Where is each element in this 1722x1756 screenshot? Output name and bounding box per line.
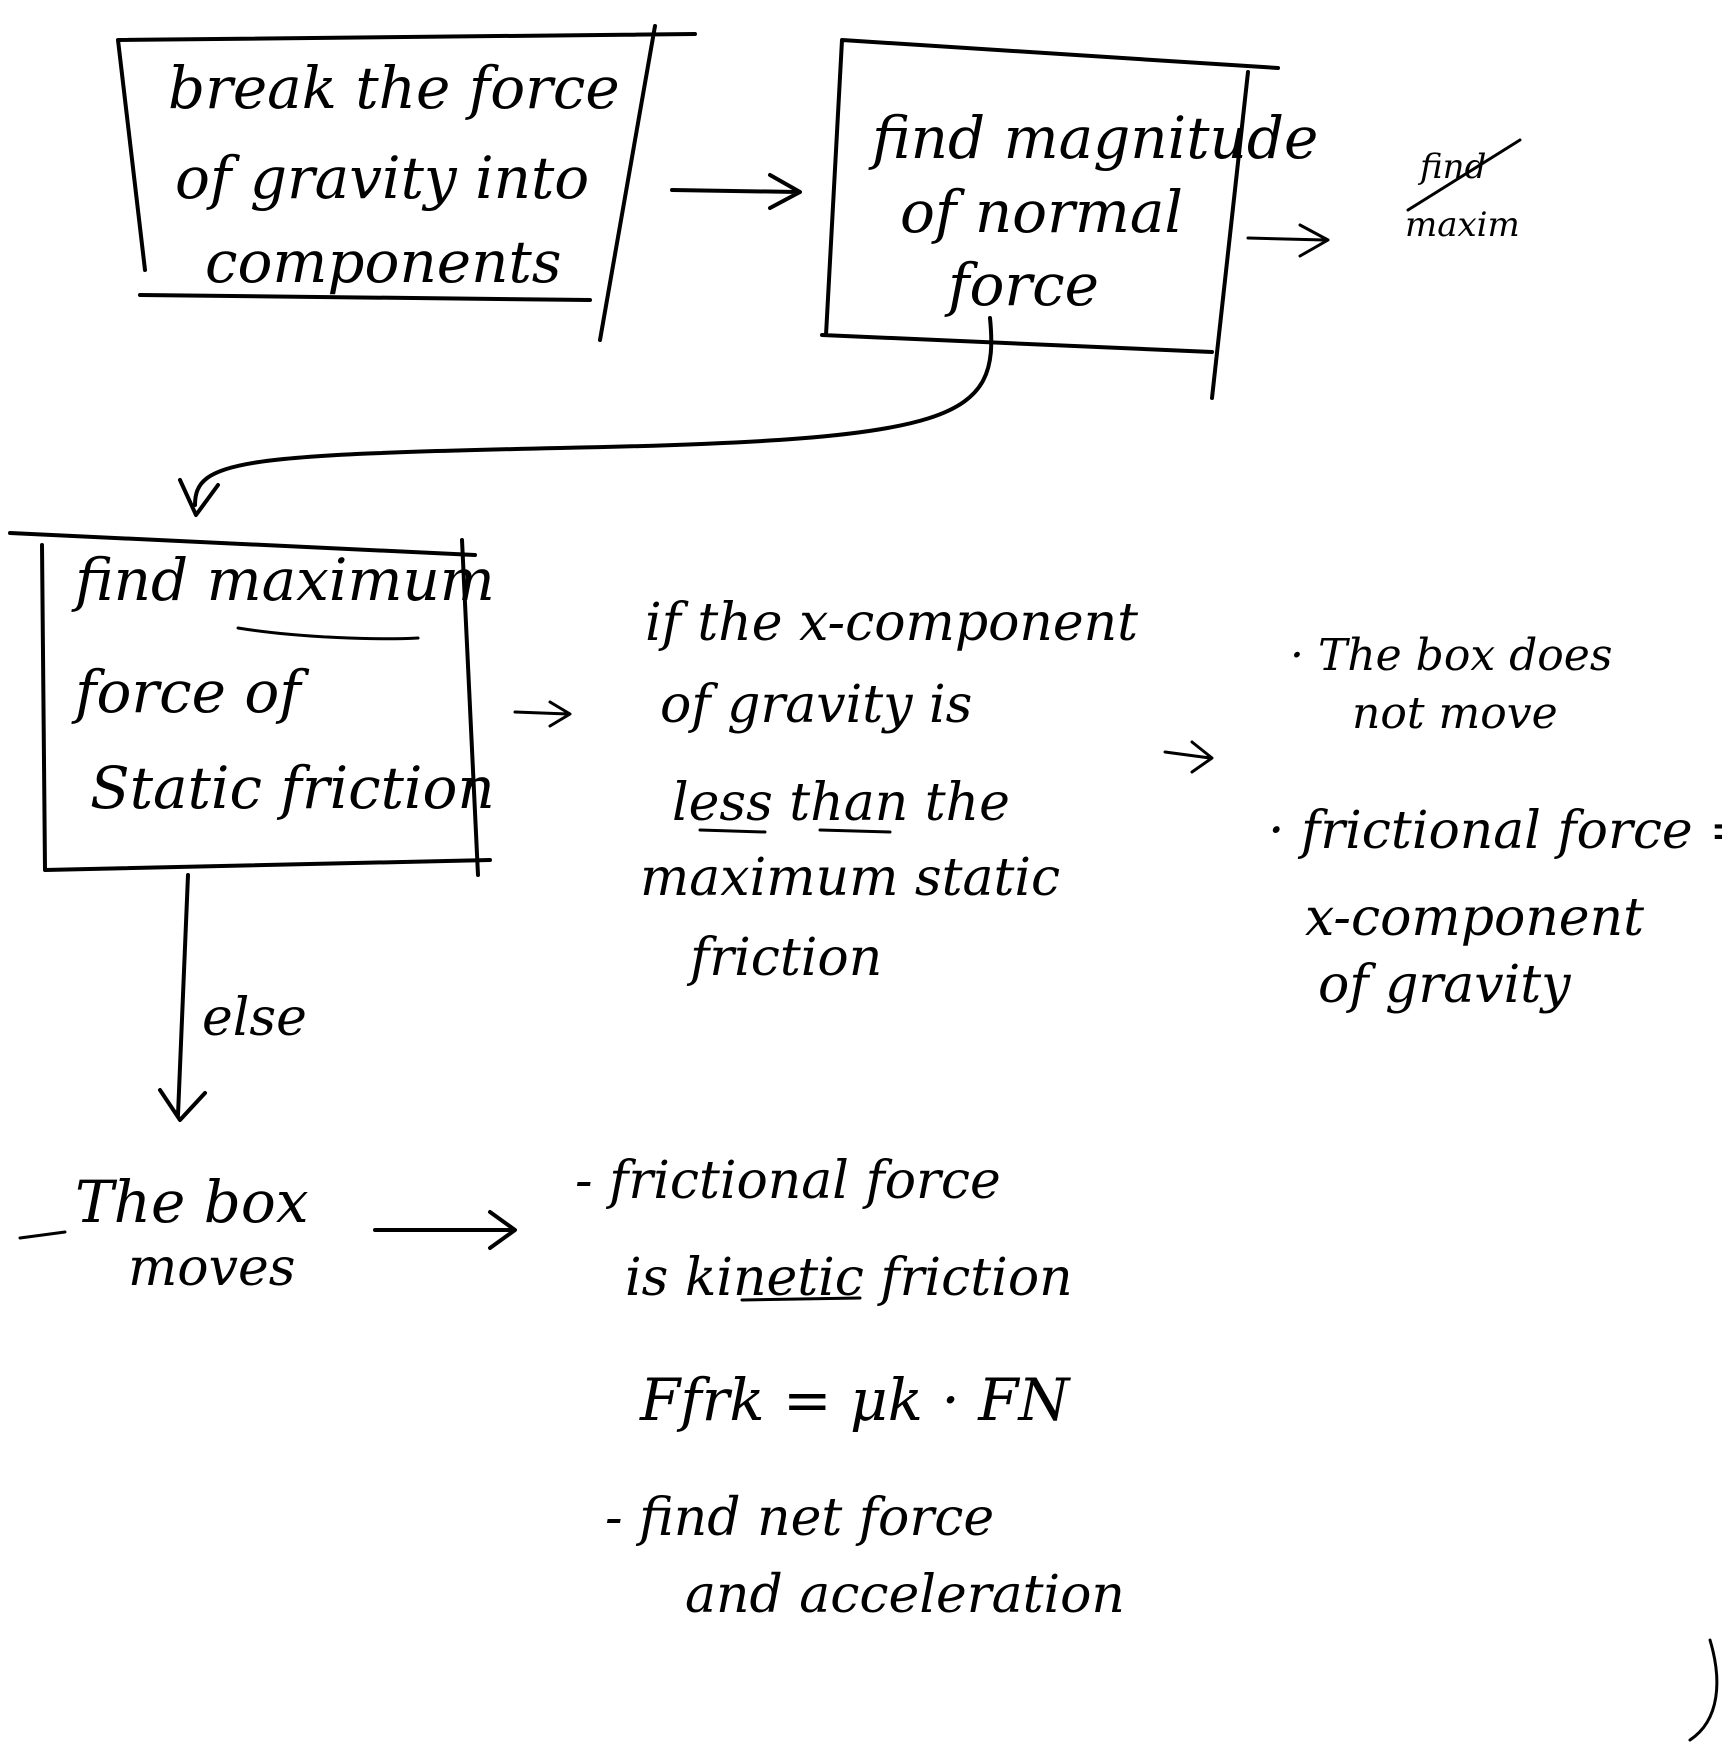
node-no-move-result: · The box does not move · frictional for… (1268, 630, 1722, 1015)
strike-through-icon (1406, 138, 1522, 212)
box-border (116, 24, 697, 342)
arrow-to-condition (513, 700, 572, 728)
node-normal-force: find magnitude of normal force (820, 38, 1318, 400)
node-line: force of (71, 658, 310, 726)
node-line: find maximum (71, 546, 495, 614)
underline (740, 1296, 862, 1302)
node-line: - frictional force (575, 1151, 1001, 1211)
node-condition: if the x-component of gravity is less th… (640, 593, 1138, 988)
node-line: of gravity into (175, 144, 589, 212)
underline (698, 828, 892, 834)
node-line: x-component (1305, 888, 1644, 948)
node-line: force (944, 251, 1099, 319)
node-box-moves: The box moves (18, 1168, 309, 1298)
node-line: find magnitude (868, 104, 1318, 172)
node-line: friction (686, 928, 882, 988)
node-line: less than the (672, 773, 1010, 833)
arrow-to-normal-force (670, 173, 802, 210)
box-border (820, 38, 1280, 400)
arrow-to-no-move-result (1163, 740, 1214, 774)
node-line: of gravity is (660, 675, 972, 735)
node-line: not move (1352, 688, 1558, 739)
node-line: if the x-component (645, 593, 1138, 653)
node-line: maximum static (640, 848, 1060, 908)
node-line: · The box does (1290, 630, 1612, 681)
arrow-else-branch: else (158, 873, 307, 1122)
node-line: of gravity (1318, 955, 1571, 1015)
corner-mark (1688, 1638, 1719, 1742)
crossed-line: maxim (1405, 205, 1520, 245)
underline (236, 626, 420, 641)
node-line: break the force (168, 54, 620, 122)
dash-mark (18, 1230, 67, 1240)
node-line: Static friction (90, 754, 495, 822)
else-label: else (202, 988, 307, 1048)
node-max-static: find maximum force of Static friction (8, 531, 495, 877)
node-line: · frictional force = (1268, 801, 1722, 861)
node-line: moves (128, 1238, 295, 1298)
node-line: components (205, 228, 562, 296)
box-border (8, 531, 492, 877)
formula: Ffrk = μk · FN (639, 1366, 1071, 1434)
node-line: and acceleration (685, 1565, 1125, 1625)
node-line: of normal (900, 178, 1183, 246)
node-kinetic-result: - frictional force is kinetic friction F… (575, 1151, 1125, 1625)
arrow-to-max-static (178, 316, 994, 517)
crossed-out-note: find maxim (1405, 138, 1522, 245)
node-line: The box (75, 1168, 309, 1236)
arrow-to-crossed-note (1246, 223, 1330, 258)
node-break-gravity: break the force of gravity into componen… (116, 24, 697, 342)
node-line: - find net force (605, 1488, 994, 1548)
arrow-to-kinetic-result (373, 1210, 517, 1250)
